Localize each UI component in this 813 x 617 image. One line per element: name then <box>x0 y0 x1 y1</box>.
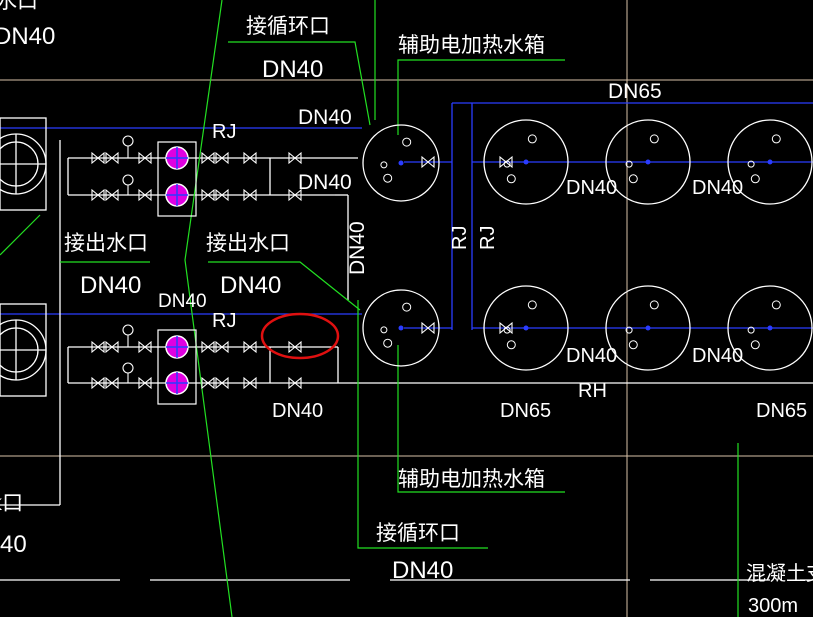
gate-valve-icon <box>201 340 215 354</box>
label-dn40-vertical: DN40 <box>346 221 369 275</box>
label-dn40-b: DN40 <box>298 171 352 194</box>
water-tank-icon <box>727 119 813 205</box>
valve-set <box>91 151 513 390</box>
heat-pump-unit-bottom <box>0 303 47 397</box>
gate-valve-icon <box>201 376 215 390</box>
heat-pump-unit-top <box>0 117 47 211</box>
label-dn65-b2: DN65 <box>756 400 807 422</box>
label-recirc-top: 接循环口 <box>246 14 330 38</box>
gate-valve-icon <box>288 151 302 165</box>
gate-valve-icon <box>243 188 257 202</box>
gate-valve-icon <box>138 376 152 390</box>
gate-valve-icon <box>105 376 119 390</box>
label-tank-dn40-3: DN40 <box>566 345 617 367</box>
label-rj-top: RJ <box>212 121 236 143</box>
pump-group-top <box>157 141 197 217</box>
label-dn40-c: DN40 <box>158 291 207 312</box>
water-tank-icon <box>605 119 691 205</box>
label-tank-dn40-1: DN40 <box>566 177 617 199</box>
label-fragment-bottom-left-a: k口 <box>0 491 23 515</box>
label-dn65-top: DN65 <box>608 80 662 103</box>
gate-valve-icon <box>138 340 152 354</box>
water-tank-icon <box>483 119 569 205</box>
label-tank-dn40-2: DN40 <box>692 177 743 199</box>
leader-lines <box>0 0 739 617</box>
gate-valve-icon <box>91 188 105 202</box>
gate-valve-icon <box>215 376 229 390</box>
gate-valve-icon <box>138 151 152 165</box>
gate-valve-icon <box>243 340 257 354</box>
gate-valve-icon <box>91 376 105 390</box>
label-rj-mid: RJ <box>212 310 236 332</box>
water-tank-icon <box>727 285 813 371</box>
gate-valve-icon <box>91 340 105 354</box>
label-recirc-bottom: 接循环口 <box>376 521 460 545</box>
water-tank-icon <box>483 285 569 371</box>
label-recirc-bottom-dn: DN40 <box>392 557 453 584</box>
gate-valve-icon <box>421 321 435 335</box>
label-rj-vertical-1: RJ <box>449 226 471 250</box>
label-dn65-b1: DN65 <box>500 400 551 422</box>
label-fragment-top-left-b: DN40 <box>0 23 55 50</box>
label-concrete-size: 300m <box>748 595 798 617</box>
pressure-gauges <box>122 135 134 383</box>
gate-valve-icon <box>91 151 105 165</box>
gate-valve-icon <box>243 376 257 390</box>
gate-valve-icon <box>288 376 302 390</box>
water-tank-icon <box>362 124 440 202</box>
label-aux-tank-top: 辅助电加热水箱 <box>398 33 545 57</box>
gate-valve-icon <box>499 155 513 169</box>
gate-valve-icon <box>288 188 302 202</box>
label-rj-vertical-2: RJ <box>477 226 499 250</box>
label-tank-dn40-4: DN40 <box>692 345 743 367</box>
gate-valve-icon <box>288 340 302 354</box>
label-fragment-bottom-left-b: 40 <box>0 531 27 558</box>
gate-valve-icon <box>201 188 215 202</box>
label-outlet-mid-dn: DN40 <box>220 272 281 299</box>
water-tanks <box>362 119 813 371</box>
gate-valve-icon <box>215 340 229 354</box>
gate-valve-icon <box>421 155 435 169</box>
gate-valve-icon <box>499 321 513 335</box>
pump-group-bottom <box>157 329 197 405</box>
label-aux-tank-bottom: 辅助电加热水箱 <box>398 467 545 491</box>
gate-valve-icon <box>105 188 119 202</box>
gate-valve-icon <box>138 188 152 202</box>
label-concrete: 混凝土支 <box>746 561 813 585</box>
label-outlet-mid: 接出水口 <box>206 231 290 255</box>
label-fragment-top-left-a: 水口 <box>0 0 38 13</box>
water-tank-icon <box>605 285 691 371</box>
gate-valve-icon <box>201 151 215 165</box>
water-tank-icon <box>362 289 440 367</box>
label-dn40-a: DN40 <box>298 106 352 129</box>
label-outlet-left-dn: DN40 <box>80 272 141 299</box>
gate-valve-icon <box>105 340 119 354</box>
gate-valve-icon <box>215 151 229 165</box>
label-dn40-d: DN40 <box>272 400 323 422</box>
label-recirc-top-dn: DN40 <box>262 56 323 83</box>
label-outlet-left: 接出水口 <box>64 231 148 255</box>
gate-valve-icon <box>215 188 229 202</box>
label-rh: RH <box>578 380 607 402</box>
highlight-ellipse-icon <box>260 312 340 360</box>
gate-valve-icon <box>243 151 257 165</box>
gate-valve-icon <box>105 151 119 165</box>
